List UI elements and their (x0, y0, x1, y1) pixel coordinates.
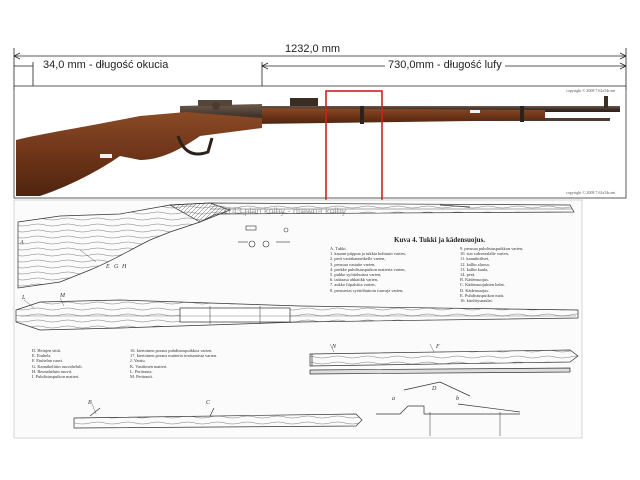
legend-line: 8. perusreiat syöttöhuttoin ruuvaja vart… (330, 287, 404, 293)
legend-line: 9. perusaa puhdistuspuikkon varten, (460, 246, 524, 251)
part-letter: a (392, 396, 395, 402)
copyright-top: copyright © 2008 7.62x54r.net (566, 88, 616, 93)
legend-line: D. Heinjen siitti. (32, 348, 62, 353)
legend-line: E. Puhdistuspuikon matt. (460, 292, 505, 298)
legend-line: A. Tukki. (330, 246, 347, 251)
legend-bottom-mid: 16. kiertoinen poraus puhdistuspuikkoa v… (130, 348, 217, 379)
legend-line: J. Vartiu. (130, 358, 146, 364)
lower-handguard-drawing (73, 407, 363, 429)
legend-line: 1. kauran piippua ja tukkia kohtuutt var… (330, 251, 406, 257)
part-letter: M (60, 293, 65, 299)
legend-right-col-2: 9. perusaa puhdistuspuikkon varten, 10. … (460, 246, 523, 303)
part-letter: G (114, 264, 119, 270)
total-length-label: 1232,0 mm (282, 43, 344, 55)
copyright-bottom: copyright © 2008 7.62x54r.net (566, 190, 616, 195)
bracket-detail (376, 381, 521, 436)
legend-line: E. Etuhela. (32, 353, 52, 359)
legend-right-col-1: A. Tukki. 1. kauran piippua ja tukkia ko… (330, 246, 406, 293)
barrel-length-label: 730,0mm - długość lufy (385, 59, 505, 71)
legend-bottom-left: D. Heinjen siitti. E. Etuhela. F. Etuhel… (32, 348, 83, 379)
legend-line: B. Kädensuojus. (460, 277, 489, 283)
legend-line: H. Reunaheluin ruuvit. (32, 368, 73, 374)
legend-line: C. Kädensuojuksen helat. (460, 282, 505, 288)
legend-line: 10. siat sidereaalalle varten, (460, 251, 509, 257)
legend-line: 16. kiinlitysnaulat. (460, 298, 493, 304)
legend-line: 6. taittaasa ahkaiikk varten, (330, 277, 379, 283)
part-letter: H (122, 264, 127, 270)
rifle-photo (16, 96, 620, 196)
legend-line: 3. perusaa vastaite varten, (330, 261, 376, 267)
leader-lines (23, 249, 435, 415)
part-letter: L (22, 295, 26, 301)
part-letter: F (436, 344, 440, 350)
legend-line: 13. kallin kaula, (460, 266, 489, 272)
legend-line: G. Kannikeliitin ruuvaheluli. (32, 363, 83, 369)
dimension-lines (13, 48, 627, 90)
legend-line: M. Perärauti. (130, 374, 154, 380)
legend-line: 14. perä. (460, 272, 476, 278)
legend-line: F. Etuhelan ruuvi. (32, 358, 64, 364)
part-letter: A (20, 240, 24, 246)
legend-line: 11. kannikiiliset, (460, 256, 490, 262)
legend-line: I. Puhdistuspuikon matteri. (32, 374, 80, 380)
legend-line: 16. kiertoinen poraus puhdistuspuikkoa v… (130, 348, 213, 353)
legend-line: K. Vastiimen matteri. (130, 363, 168, 369)
legend-line: D. Kädensuojus. (460, 287, 490, 293)
legend-line: 12. kallin alaosa, (460, 261, 490, 267)
figure-title: Kuva 4. Tukki ja kädensuojus. (394, 236, 486, 244)
handguard-drawings (309, 349, 579, 375)
overlay-note: 3143,plan kolby - drewna kolby (222, 206, 347, 216)
legend-line: 2. perä vastäkanneikelle varten, (330, 256, 386, 262)
legend-line: 7. aukko liipalsiita varten, (330, 282, 376, 288)
part-letter: E (106, 264, 110, 270)
small-parts (238, 225, 290, 248)
stock-side-view (17, 202, 575, 289)
part-letter: D (432, 386, 437, 392)
legend-line: 17. kiertoinen poraus matteria irrottami… (130, 353, 218, 359)
part-letter: B (88, 400, 92, 406)
fitting-length-label: 34,0 mm - długość okucia (40, 59, 172, 71)
part-letter: N (332, 344, 337, 350)
stock-top-view (15, 299, 579, 331)
part-letter: C (206, 400, 211, 406)
legend-line: 4. peekke puhdistuspuikon matteria varte… (330, 266, 406, 272)
part-letter: b (456, 396, 459, 402)
legend-line: L. Perärauta. (130, 368, 153, 374)
legend-line: 5. puhko syöttöhuttoa varten, (330, 272, 382, 278)
